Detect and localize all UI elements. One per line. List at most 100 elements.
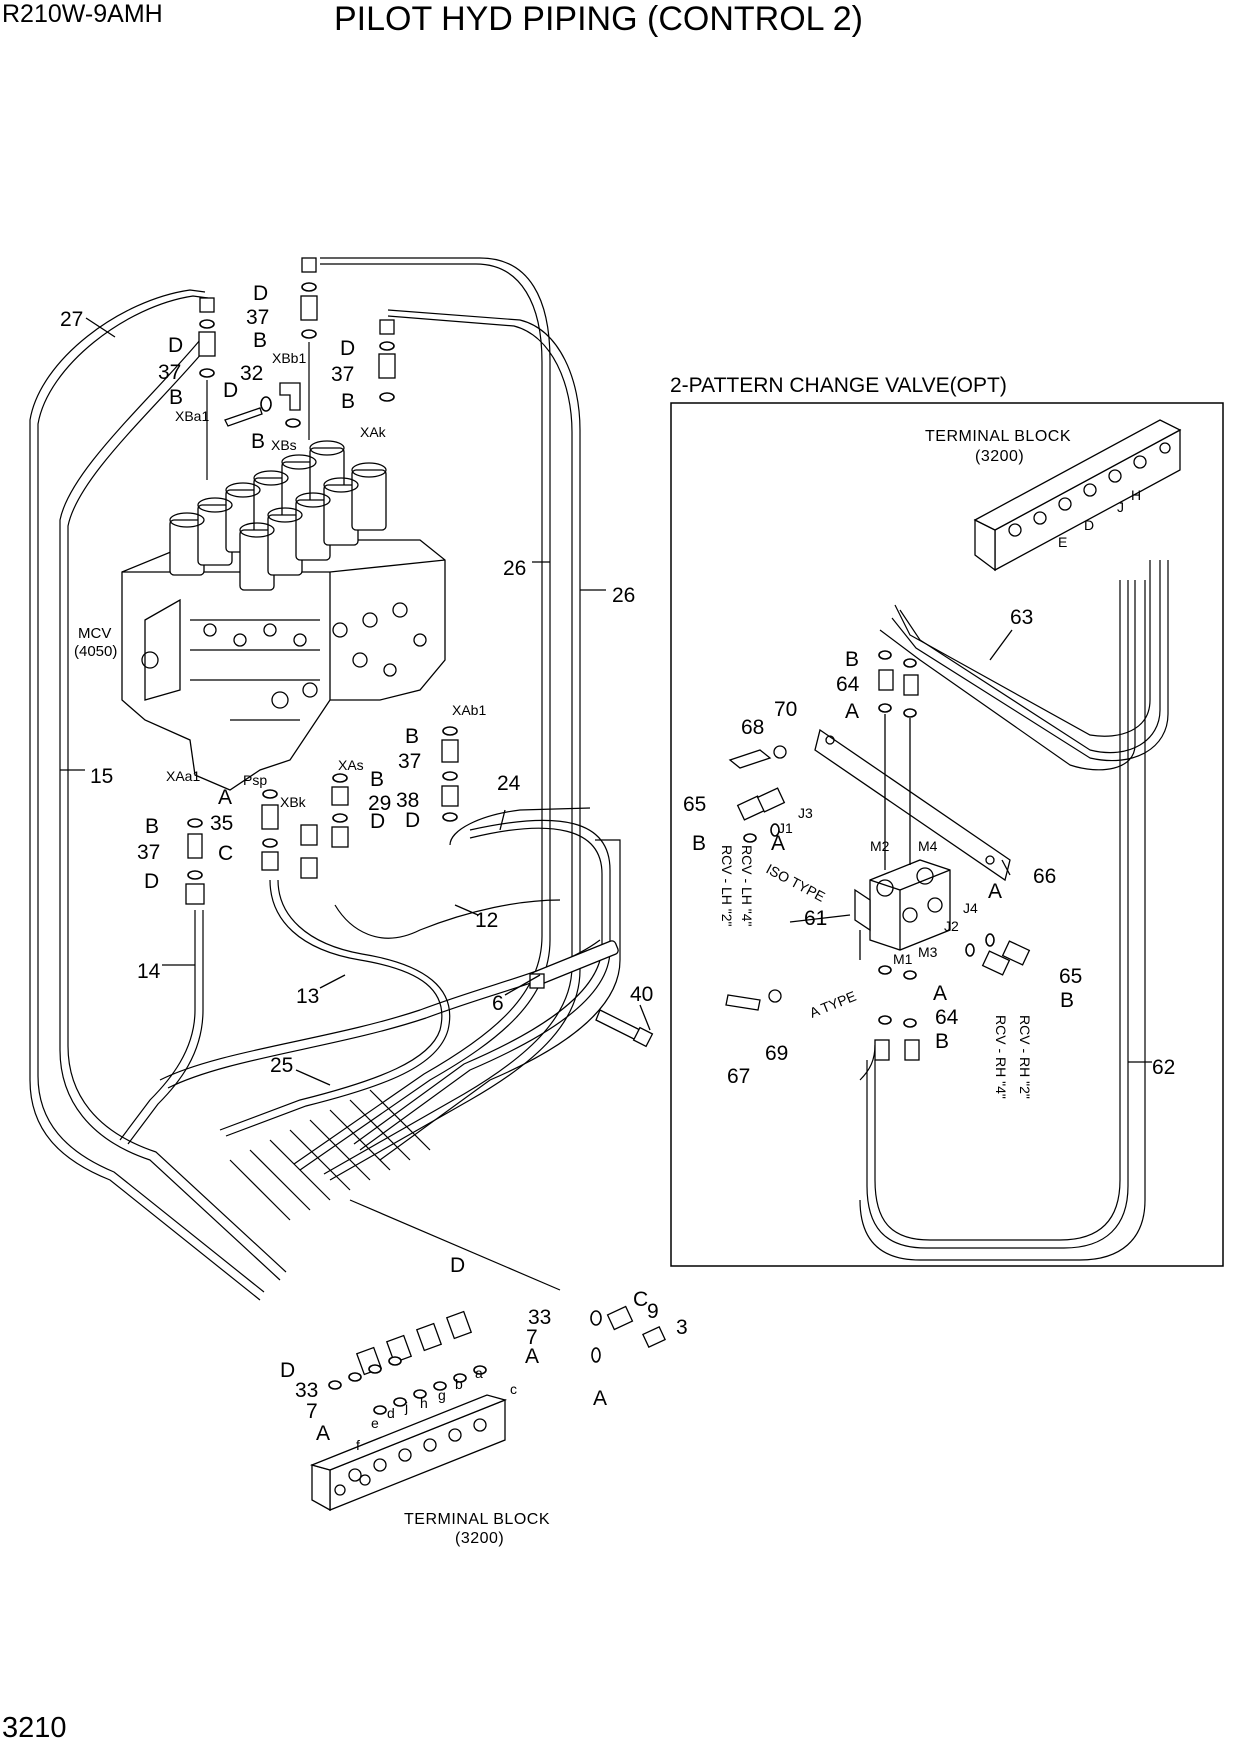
letter-a: A: [771, 832, 785, 855]
callout-69: 69: [765, 1042, 788, 1065]
letter-b: B: [845, 648, 859, 671]
pattern-valve-hoses: [859, 560, 1169, 1261]
terminal-block-top-label: TERMINAL BLOCK: [925, 428, 1071, 445]
callout-38: 38: [396, 789, 419, 812]
callout-37-d: 37: [398, 750, 421, 773]
option-box-title: 2-PATTERN CHANGE VALVE(OPT): [670, 374, 1007, 397]
mcv-label: MCV: [78, 625, 111, 642]
callout-63: 63: [1010, 606, 1033, 629]
callout-27: 27: [60, 308, 83, 331]
callout-25: 25: [270, 1054, 293, 1077]
letter-d: D: [144, 870, 159, 893]
iso-type-label: ISO TYPE: [764, 861, 828, 905]
letter-keys: D D D D D D D D D B B B B B B B B B B B …: [144, 282, 1074, 1445]
port-xak: XAk: [360, 424, 387, 440]
letter-d: D: [253, 282, 268, 305]
callout-64-a: 64: [836, 673, 860, 696]
letter-b: B: [251, 430, 265, 453]
letter-a: A: [988, 880, 1002, 903]
callout-35: 35: [210, 812, 233, 835]
rcv-lh2-label: RCV - LH "2": [719, 845, 735, 927]
callout-12: 12: [475, 909, 498, 932]
bolt-40: [595, 1009, 654, 1048]
callout-67: 67: [727, 1065, 750, 1088]
callout-7-b: 7: [306, 1400, 318, 1423]
terminal-block-top-ref: (3200): [975, 448, 1024, 465]
callout-68: 68: [741, 716, 764, 739]
terminal-block-bottom-label: TERMINAL BLOCK: [404, 1511, 550, 1528]
callout-7-a: 7: [526, 1326, 538, 1349]
letter-d: D: [450, 1254, 465, 1277]
letter-a: A: [218, 786, 232, 809]
page-title: PILOT HYD PIPING (CONTROL 2): [334, 0, 863, 38]
bottom-fittings: [328, 1305, 666, 1415]
letter-d: D: [370, 810, 385, 833]
option-box-frame: [670, 402, 1224, 1267]
letter-b: B: [169, 386, 183, 409]
callout-15: 15: [90, 765, 113, 788]
port-m3: M3: [918, 944, 938, 960]
port-g: g: [438, 1387, 446, 1403]
terminal-block-bottom-ref: (3200): [455, 1530, 504, 1547]
leader-lines: [60, 317, 1152, 1086]
rcv-rh4-label: RCV - RH "4": [993, 1015, 1009, 1099]
port-m2: M2: [870, 838, 890, 854]
letter-d: D: [340, 337, 355, 360]
callout-65-b: 65: [1059, 965, 1082, 988]
letter-b: B: [370, 768, 384, 791]
callout-40: 40: [630, 983, 653, 1006]
port-j2: J2: [944, 918, 959, 934]
pattern-change-valve: [725, 650, 1031, 1081]
page-number: 3210: [2, 1712, 67, 1744]
letter-b: B: [145, 815, 159, 838]
letter-b: B: [253, 329, 267, 352]
callout-37-c: 37: [331, 363, 354, 386]
letter-a: A: [316, 1422, 330, 1445]
callout-70: 70: [774, 698, 797, 721]
mcv-ref: (4050): [74, 643, 117, 660]
main-control-valve: [121, 440, 446, 791]
hose-clamp: [529, 940, 619, 989]
callout-24: 24: [497, 772, 521, 795]
hose-bundle: [29, 257, 621, 1301]
rcv-rh2-label: RCV - RH "2": [1017, 1015, 1033, 1099]
callout-61: 61: [804, 907, 827, 930]
letter-d: D: [280, 1359, 295, 1382]
port-j4: J4: [963, 900, 978, 916]
port-e: E: [1058, 534, 1067, 550]
callout-26: 26: [503, 557, 526, 580]
callout-29: 29: [368, 792, 391, 815]
port-d-bottom: d: [387, 1405, 395, 1421]
port-xas: XAs: [338, 757, 364, 773]
letter-b: B: [935, 1030, 949, 1053]
callout-37-b: 37: [158, 361, 181, 384]
callout-37-e: 37: [137, 841, 160, 864]
port-m1: M1: [893, 951, 913, 967]
letter-a: A: [593, 1387, 607, 1410]
callout-13: 13: [296, 985, 319, 1008]
port-h: H: [1131, 487, 1141, 503]
letter-b: B: [341, 390, 355, 413]
callout-32: 32: [240, 362, 263, 385]
callout-62: 62: [1152, 1056, 1175, 1079]
port-xbk: XBk: [280, 794, 307, 810]
port-xbs: XBs: [271, 437, 297, 453]
letter-a: A: [845, 700, 859, 723]
port-j-bottom: j: [404, 1399, 408, 1415]
letter-b: B: [692, 832, 706, 855]
letter-d: D: [405, 809, 420, 832]
model-number: R210W-9AMH: [2, 0, 163, 28]
port-b: b: [455, 1376, 463, 1392]
callout-37-a: 37: [246, 306, 269, 329]
callout-33-b: 33: [295, 1379, 318, 1402]
callout-33-a: 33: [528, 1306, 551, 1329]
top-fittings: [198, 257, 396, 480]
callout-14: 14: [137, 960, 161, 983]
callout-66: 66: [1033, 865, 1056, 888]
port-a: a: [475, 1365, 483, 1381]
letter-d: D: [168, 334, 183, 357]
port-labels: XBa1 XBb1 XBs XAk XAb1 XAs XBk Psp XAa1 …: [166, 350, 1141, 1453]
port-psp: Psp: [243, 772, 267, 788]
terminal-block-top-drawing: [973, 419, 1182, 572]
